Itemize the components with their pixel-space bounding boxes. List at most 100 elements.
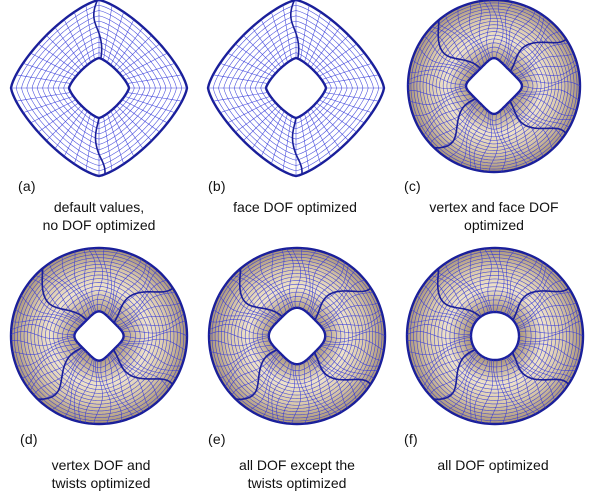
mesh-spoke (243, 105, 279, 141)
mesh-spoke (480, 359, 493, 424)
caption-line: no DOF optimized (42, 217, 156, 233)
mesh-spoke (520, 88, 580, 101)
mesh-spoke (500, 110, 517, 170)
mesh-spoke (16, 343, 79, 367)
mesh-figure-a (9, 0, 189, 178)
mesh-ring (53, 290, 145, 382)
mesh-spoke (409, 69, 468, 82)
mesh-spoke (499, 1, 514, 61)
mesh-spoke (282, 363, 295, 424)
mesh-spoke (310, 355, 348, 409)
mesh-spoke (276, 362, 292, 423)
mesh-spoke (313, 353, 358, 401)
mesh-spoke (515, 95, 574, 121)
mesh-spoke (12, 319, 76, 333)
mesh-spoke (504, 106, 535, 163)
feature-curve (112, 349, 174, 385)
mesh-spoke (502, 107, 528, 166)
feature-curve (37, 346, 83, 400)
mesh-spoke (235, 43, 276, 74)
mesh-spoke (113, 108, 144, 149)
mesh-spoke (124, 96, 176, 113)
mesh-spoke (127, 92, 182, 102)
mesh-spoke (408, 87, 467, 96)
mesh-spoke (46, 35, 82, 71)
feature-curve (235, 349, 278, 401)
caption-line: all DOF optimized (437, 457, 549, 473)
mesh-ring (453, 294, 537, 378)
mesh-ring (20, 257, 178, 415)
mesh-spoke (515, 291, 572, 325)
feature-curve (238, 268, 283, 318)
mesh-spoke (469, 251, 489, 314)
mesh-ring (437, 278, 553, 394)
mesh-spoke (219, 96, 271, 113)
mesh-spoke (107, 355, 134, 418)
mesh-spoke (489, 248, 499, 313)
mesh-spoke (506, 16, 545, 69)
mesh-spoke (495, 0, 504, 59)
caption-line: vertex and face DOF (429, 199, 559, 215)
mesh-spoke (119, 43, 160, 74)
mesh-ring (433, 274, 557, 398)
mesh-ring (435, 27, 553, 145)
mesh-ring (422, 14, 566, 158)
mesh-spoke (518, 342, 580, 361)
mesh-spoke (63, 110, 88, 157)
mesh-spoke (29, 348, 84, 392)
caption-line: optimized (464, 217, 524, 233)
mesh-spoke (243, 35, 279, 71)
mesh-spoke (518, 338, 582, 351)
feature-curve (289, 0, 300, 59)
mesh-spoke (225, 284, 278, 323)
mesh-spoke (213, 308, 273, 329)
mesh-ring (248, 287, 346, 385)
feature-curve (92, 0, 103, 59)
mesh-spoke (54, 108, 85, 149)
mesh-ring (214, 253, 380, 419)
mesh-spoke (478, 1, 490, 61)
mesh-spoke (416, 295, 474, 326)
panel-caption: face DOF optimized (200, 198, 390, 216)
mesh-spoke (210, 340, 270, 356)
panel-a: (a) default values, no DOF optimized (0, 0, 198, 248)
mesh-spoke (100, 360, 112, 424)
feature-curve (509, 38, 567, 72)
mesh-spoke (112, 270, 158, 322)
mesh-spoke (259, 256, 287, 313)
mesh-spoke (49, 263, 88, 320)
mesh-spoke (423, 98, 476, 136)
mesh-spoke (469, 3, 488, 62)
mesh-spoke (447, 356, 483, 411)
mesh-spoke (408, 339, 472, 356)
panel-caption: all DOF optimized (398, 456, 588, 474)
mesh-spoke (436, 353, 480, 402)
mesh-ring (416, 257, 574, 415)
mesh-spoke (260, 110, 285, 157)
mesh-spoke (64, 355, 91, 418)
mesh-spoke (483, 0, 491, 60)
feature-curve (94, 117, 106, 175)
mesh-spoke (38, 102, 79, 133)
mesh-spoke (322, 343, 382, 361)
mesh-spoke (118, 344, 180, 371)
mesh-spoke (321, 344, 380, 367)
mesh-spoke (315, 279, 366, 321)
mesh-spoke (122, 338, 186, 351)
caption-line: vertex DOF and (51, 457, 151, 473)
caption-line: all DOF except the (239, 457, 355, 473)
mesh-spoke (510, 270, 554, 319)
mesh-spoke (108, 258, 142, 318)
mesh-spoke (308, 258, 340, 315)
mesh-spoke (304, 113, 321, 165)
mesh-spoke (208, 331, 269, 340)
mesh-spoke (85, 116, 95, 171)
mesh-spoke (303, 361, 321, 422)
mesh-spoke (30, 99, 77, 124)
mesh-spoke (518, 313, 581, 331)
mesh-spoke (423, 35, 477, 74)
mesh-spoke (459, 107, 485, 166)
mesh-spoke (517, 308, 579, 329)
feature-curve (314, 287, 372, 321)
mesh-spoke (209, 337, 269, 347)
